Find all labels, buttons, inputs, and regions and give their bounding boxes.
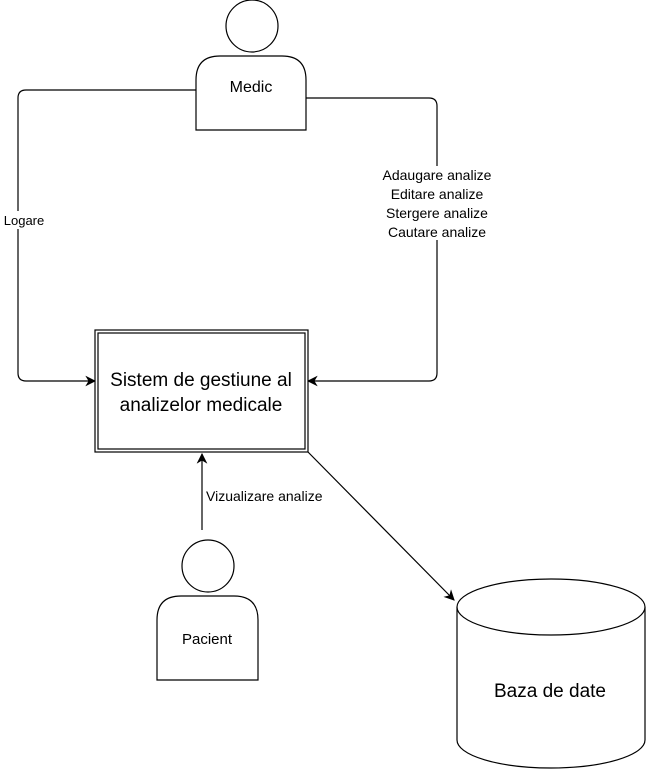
- database-cylinder-body: [456, 607, 646, 769]
- edge-operations-label-2: Editare analize: [391, 186, 484, 202]
- medic-actor-label: Medic: [230, 79, 273, 96]
- pacient-actor[interactable]: Pacient: [156, 539, 259, 681]
- edge-vizualizare[interactable]: Vizualizare analize: [196, 452, 323, 530]
- edge-operations-label-3: Stergere analize: [386, 205, 488, 221]
- pacient-actor-head: [181, 539, 235, 593]
- edge-operations[interactable]: Adaugare analize Editare analize Sterger…: [306, 97, 502, 387]
- edge-operations-label-1: Adaugare analize: [383, 167, 492, 183]
- database-cylinder-top: [456, 578, 646, 636]
- system-box-inner: [97, 332, 306, 450]
- edge-logare-label: Logare: [4, 213, 44, 228]
- database-label: Baza de date: [494, 681, 606, 702]
- edge-logare[interactable]: Logare: [0, 89, 196, 387]
- pacient-actor-label: Pacient: [182, 631, 233, 648]
- medic-actor[interactable]: Medic: [195, 0, 307, 131]
- edge-logare-line: [17, 89, 196, 387]
- medic-actor-body: [195, 55, 307, 131]
- system-box[interactable]: Sistem de gestiune al analizelor medical…: [94, 329, 309, 453]
- system-box-label-2: analizelor medicale: [120, 395, 283, 416]
- database-cylinder[interactable]: Baza de date: [456, 578, 646, 769]
- medic-actor-head: [225, 0, 279, 53]
- edge-operations-label-4: Cautare analize: [388, 224, 486, 240]
- pacient-actor-body: [156, 595, 259, 681]
- edge-vizualizare-label: Vizualizare analize: [206, 488, 323, 504]
- edge-system-database[interactable]: [307, 451, 455, 601]
- system-box-label-1: Sistem de gestiune al: [110, 370, 292, 391]
- system-box-outer: [94, 329, 309, 453]
- edge-system-database-line: [307, 451, 455, 601]
